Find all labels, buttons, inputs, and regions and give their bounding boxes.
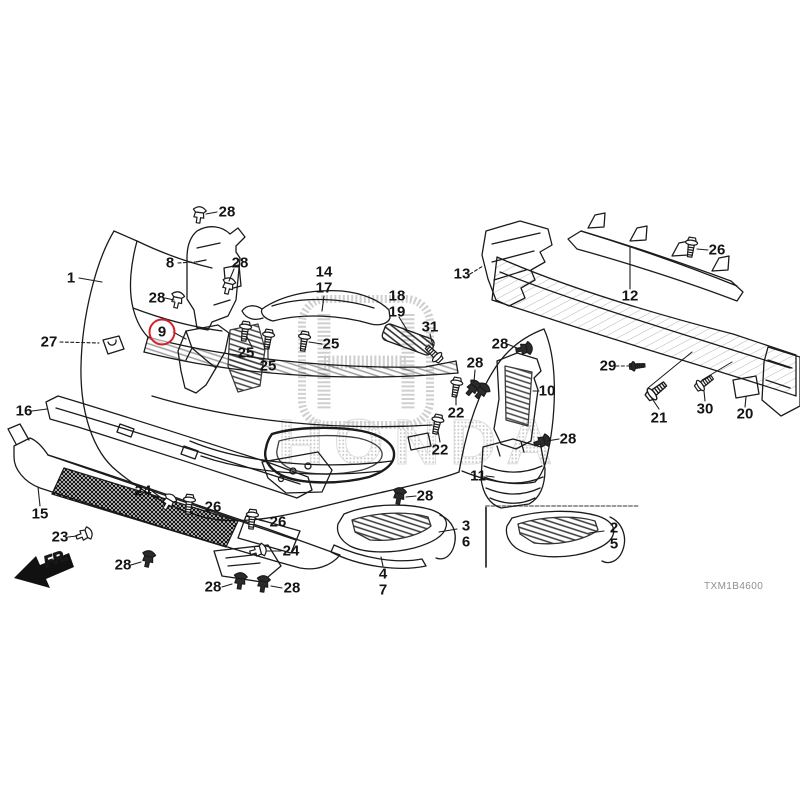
callout-8[interactable]: 8 — [165, 254, 175, 272]
callout-12[interactable]: 12 — [621, 287, 639, 305]
callout-26[interactable]: 26 — [204, 498, 222, 516]
callout-22[interactable]: 22 — [447, 404, 465, 422]
callout-2[interactable]: 2 — [609, 519, 619, 537]
callout-28[interactable]: 28 — [416, 487, 434, 505]
callout-20[interactable]: 20 — [736, 405, 754, 423]
callout-1[interactable]: 1 — [66, 269, 76, 287]
part-13-reinforcement-beam — [491, 256, 800, 417]
callout-9-highlighted[interactable]: 9 — [148, 318, 176, 346]
part-4-7-garnish-molding-left — [330, 544, 427, 569]
part-3-6-fog-light-garnish-left — [336, 504, 456, 560]
part-11-air-guide-duct — [480, 438, 546, 509]
callout-22[interactable]: 22 — [431, 441, 449, 459]
callout-23[interactable]: 23 — [51, 528, 69, 546]
part-1-front-bumper-face — [80, 230, 556, 522]
part-27-clip — [102, 335, 125, 355]
part-12-upper-beam-stay — [567, 212, 744, 302]
callout-28[interactable]: 28 — [283, 579, 301, 597]
leader-lines-dashed — [59, 261, 630, 367]
callout-17[interactable]: 17 — [315, 279, 333, 297]
figure-code: TXM1B4600 — [704, 581, 764, 592]
callout-7[interactable]: 7 — [378, 581, 388, 599]
callout-3[interactable]: 3 — [461, 517, 471, 535]
callout-21[interactable]: 21 — [650, 409, 668, 427]
callout-11[interactable]: 11 — [470, 467, 486, 485]
callout-30[interactable]: 30 — [696, 400, 714, 418]
part-14-17-upper-grille-molding — [241, 289, 391, 326]
callout-4[interactable]: 4 — [378, 565, 388, 583]
callout-10[interactable]: 10 — [538, 382, 556, 400]
callout-24[interactable]: 24 — [134, 482, 152, 500]
callout-6[interactable]: 6 — [461, 533, 471, 551]
callout-13[interactable]: 13 — [453, 265, 471, 283]
callout-28[interactable]: 28 — [204, 578, 222, 596]
honda-logo-h — [317, 314, 415, 410]
honda-logo-watermark — [298, 295, 434, 429]
callout-28[interactable]: 28 — [148, 289, 166, 307]
callout-26[interactable]: 26 — [269, 513, 287, 531]
callout-24[interactable]: 24 — [282, 542, 300, 560]
part-8-side-bracket — [186, 226, 246, 331]
callout-14[interactable]: 14 — [315, 263, 333, 281]
leader-lines — [31, 211, 747, 589]
callout-28[interactable]: 28 — [559, 430, 577, 448]
callout-16[interactable]: 16 — [15, 402, 33, 420]
callout-25[interactable]: 25 — [322, 335, 340, 353]
callout-28[interactable]: 28 — [231, 254, 249, 272]
callout-19[interactable]: 19 — [388, 303, 406, 321]
part-16-lower-garnish — [45, 395, 333, 499]
callout-28[interactable]: 28 — [218, 203, 236, 221]
callout-26[interactable]: 26 — [708, 241, 726, 259]
part-9-side-spacer — [177, 323, 266, 394]
callout-28[interactable]: 28 — [114, 556, 132, 574]
callout-28[interactable]: 28 — [491, 335, 509, 353]
fog-light-opening — [264, 426, 396, 484]
callout-25[interactable]: 25 — [259, 357, 277, 375]
callout-5[interactable]: 5 — [609, 535, 619, 553]
part-20-label-plate — [732, 375, 760, 399]
callout-18[interactable]: 18 — [388, 287, 406, 305]
callout-27[interactable]: 27 — [40, 333, 58, 351]
tow-hook-cover — [407, 432, 432, 451]
callout-25[interactable]: 25 — [237, 344, 255, 362]
fr-arrow-icon — [14, 553, 74, 588]
callout-31[interactable]: 31 — [421, 318, 439, 336]
part-10-front-bumper-bracket — [493, 352, 542, 450]
callout-28[interactable]: 28 — [466, 354, 484, 372]
callout-29[interactable]: 29 — [599, 357, 617, 375]
callout-15[interactable]: 15 — [31, 505, 49, 523]
grille-mesh — [51, 467, 239, 548]
